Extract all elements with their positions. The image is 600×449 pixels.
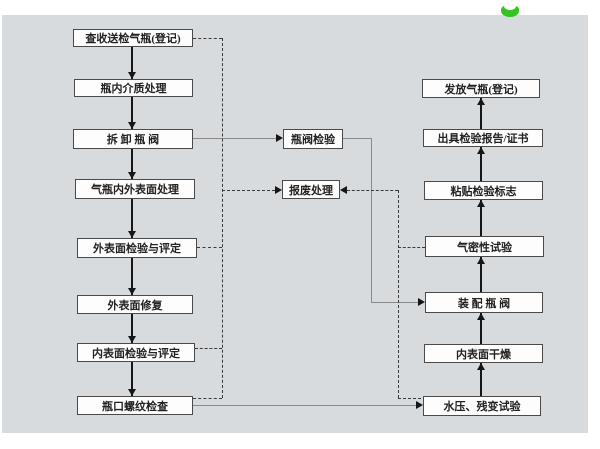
- arrowhead-down-icon: [128, 336, 136, 343]
- green-crescent-logo-icon: [501, 2, 519, 17]
- node-interior-inspection: 内表面检验与评定: [77, 343, 195, 362]
- connector-thread-check-to-hydro: [193, 405, 416, 406]
- connector-valve-inspection-elbow-vertical: [371, 138, 372, 302]
- arrowhead-down-icon: [128, 72, 136, 79]
- arrowhead-down-icon: [128, 389, 136, 396]
- dashed-receive-branch: [193, 38, 222, 39]
- dashed-ext-inspection-branch: [197, 247, 222, 248]
- node-issue-register: 发放气瓶(登记): [422, 79, 540, 98]
- node-exterior-inspection: 外表面检验与评定: [77, 238, 197, 258]
- dashed-right-trunk-to-scrap: [347, 190, 398, 191]
- arrowhead-down-icon: [128, 288, 136, 295]
- node-medium-treatment: 瓶内介质处理: [74, 79, 193, 97]
- dashed-right-trunk: [398, 190, 399, 398]
- node-valve-inspection: 瓶阀检验: [283, 129, 343, 149]
- arrow-receive-to-medium: [131, 47, 133, 79]
- arrowhead-up-icon: [477, 313, 485, 320]
- dashed-airtight-branch: [398, 247, 425, 248]
- arrow-surface-to-ext-inspection: [131, 199, 133, 238]
- dashed-int-inspection-branch: [195, 348, 222, 349]
- arrow-airtight-to-mark: [480, 200, 482, 236]
- dashed-hydro-branch: [398, 398, 421, 399]
- arrowhead-up-icon: [477, 257, 485, 264]
- connector-valve-inspection-elbow-top: [343, 138, 371, 139]
- arrow-int-inspection-to-thread: [131, 362, 133, 396]
- node-inspection-mark: 粘贴检验标志: [424, 181, 543, 200]
- dashed-thread-check-branch: [193, 398, 222, 399]
- diagram-background-panel: [2, 15, 588, 433]
- arrow-report-to-issue: [480, 98, 482, 129]
- arrowhead-up-icon: [477, 98, 485, 105]
- arrow-hydro-to-drying: [480, 363, 482, 396]
- arrowhead-up-icon: [477, 200, 485, 207]
- arrowhead-right-icon: [418, 298, 425, 306]
- node-thread-check: 瓶口螺纹检查: [77, 396, 193, 415]
- arrow-assembly-to-airtight: [480, 257, 482, 292]
- node-scrap-disposal: 报废处理: [282, 180, 340, 199]
- node-exterior-repair: 外表面修复: [77, 295, 193, 314]
- arrowhead-right-icon: [416, 401, 423, 409]
- node-surface-treatment: 气瓶内外表面处理: [75, 179, 195, 199]
- node-valve-removal: 拆 卸 瓶 阀: [73, 129, 193, 149]
- node-receive-register: 查收送检气瓶(登记): [73, 29, 193, 47]
- connector-valve-removal-to-valve-inspection: [193, 138, 276, 139]
- arrow-drying-to-assembly: [480, 313, 482, 344]
- arrowhead-left-icon: [340, 186, 347, 194]
- arrowhead-up-icon: [477, 147, 485, 154]
- arrow-ext-inspection-to-repair: [131, 258, 133, 295]
- dashed-trunk-to-scrap: [222, 190, 275, 191]
- node-valve-assembly: 装 配 瓶 阀: [425, 292, 543, 313]
- node-interior-drying: 内表面干燥: [424, 344, 543, 363]
- arrow-repair-to-int-inspection: [131, 314, 133, 343]
- node-report-certificate: 出具检验报告/证书: [423, 129, 543, 147]
- arrow-medium-to-valve-removal: [131, 97, 133, 129]
- node-hydrostatic-test: 水压、残变试验: [423, 396, 541, 416]
- arrowhead-up-icon: [477, 363, 485, 370]
- connector-elbow-to-valve-assembly: [371, 302, 418, 303]
- arrow-mark-to-report: [480, 147, 482, 181]
- arrowhead-down-icon: [128, 172, 136, 179]
- arrowhead-right-icon: [275, 186, 282, 194]
- arrow-valve-removal-to-surface: [131, 149, 133, 179]
- node-airtightness-test: 气密性试验: [425, 236, 544, 257]
- arrowhead-down-icon: [128, 231, 136, 238]
- dashed-left-trunk: [222, 38, 223, 398]
- arrowhead-down-icon: [128, 122, 136, 129]
- arrowhead-right-icon: [276, 134, 283, 142]
